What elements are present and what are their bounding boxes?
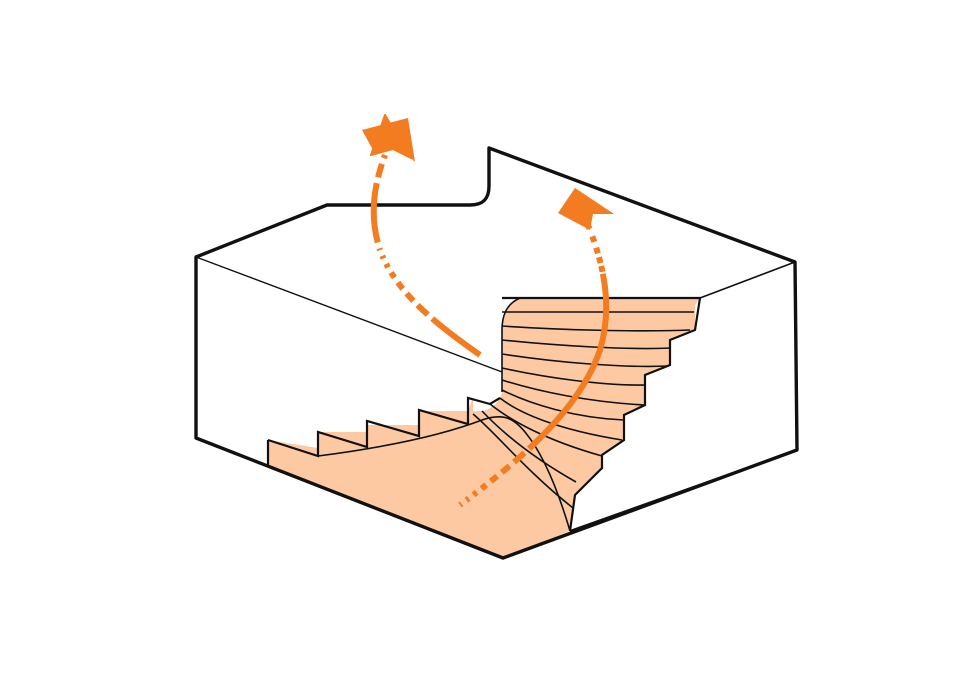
right-wall-top-edge (699, 261, 796, 299)
lower-stair-profile (266, 396, 501, 467)
upper-stair-profile (502, 296, 702, 532)
curved-up-arrow-left-icon (362, 114, 482, 358)
stair-fill (268, 298, 700, 558)
wall-cut-line (195, 256, 503, 373)
winder-step-lines (317, 297, 694, 532)
right-wall-base-edge (569, 449, 798, 532)
curved-up-arrow-right-icon (458, 188, 614, 508)
